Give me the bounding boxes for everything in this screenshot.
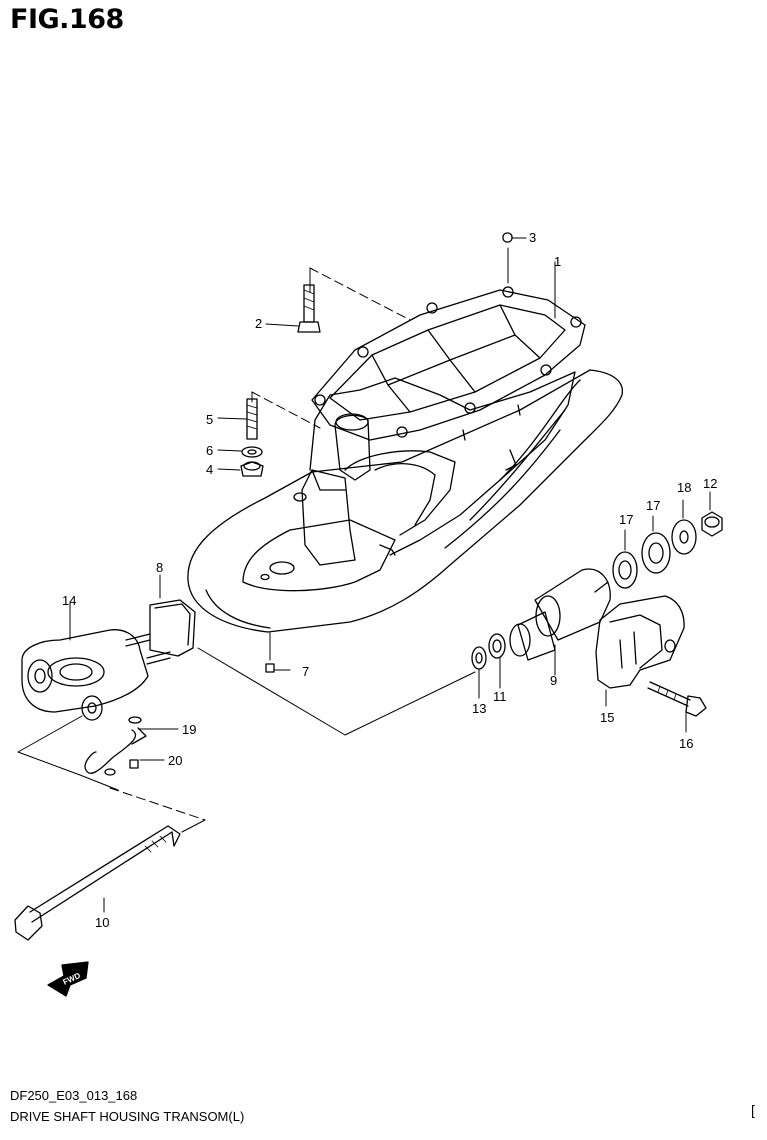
diagram-code: DF250_E03_013_168	[10, 1088, 138, 1103]
diagram-caption: DRIVE SHAFT HOUSING TRANSOM(L)	[10, 1109, 245, 1124]
callout-20: 20	[168, 753, 182, 768]
part-13-washer	[471, 646, 487, 670]
page-bracket: [	[751, 1102, 755, 1118]
callout-12: 12	[703, 476, 717, 491]
part-17a-washer	[612, 551, 638, 589]
part-9-bushing	[509, 568, 611, 676]
drive-shaft-housing	[187, 286, 623, 633]
fwd-arrow-icon: FWD	[47, 961, 89, 997]
callout-18: 18	[677, 480, 691, 495]
callout-4: 4	[206, 462, 213, 477]
figure-title: FIG.168	[10, 4, 124, 35]
part-4-nut	[217, 461, 264, 477]
part-3-plug	[502, 232, 513, 243]
callout-6: 6	[206, 443, 213, 458]
callout-19: 19	[182, 722, 196, 737]
part-12-nut	[701, 491, 723, 537]
callout-11: 11	[493, 689, 507, 704]
part-7-bolt	[265, 663, 291, 673]
callout-13: 13	[472, 701, 486, 716]
callout-17b: 17	[646, 498, 660, 513]
callout-17a: 17	[619, 512, 633, 527]
part-14-clamp	[21, 601, 149, 721]
callout-16: 16	[679, 736, 693, 751]
callout-15: 15	[600, 710, 614, 725]
callout-7: 7	[302, 664, 309, 679]
part-11-washer	[488, 633, 506, 659]
alignment-lines	[17, 247, 556, 833]
callout-5: 5	[206, 412, 213, 427]
part-15-bracket	[595, 595, 685, 707]
part-19-20-cable	[84, 716, 179, 776]
callout-14: 14	[62, 593, 76, 608]
callout-8: 8	[156, 560, 163, 575]
callout-3: 3	[529, 230, 536, 245]
part-16-bolt	[647, 681, 707, 733]
callout-2: 2	[255, 316, 262, 331]
callout-1: 1	[554, 254, 561, 269]
callout-9: 9	[550, 673, 557, 688]
callout-10: 10	[95, 915, 109, 930]
part-8-fitting	[125, 599, 196, 665]
part-2-bolt	[265, 284, 321, 333]
part-17b-washer	[641, 532, 671, 574]
part-10-bolt	[14, 825, 181, 941]
part-6-washer	[241, 446, 263, 458]
part-5-stud	[217, 398, 258, 440]
part-18-washer	[671, 519, 697, 555]
